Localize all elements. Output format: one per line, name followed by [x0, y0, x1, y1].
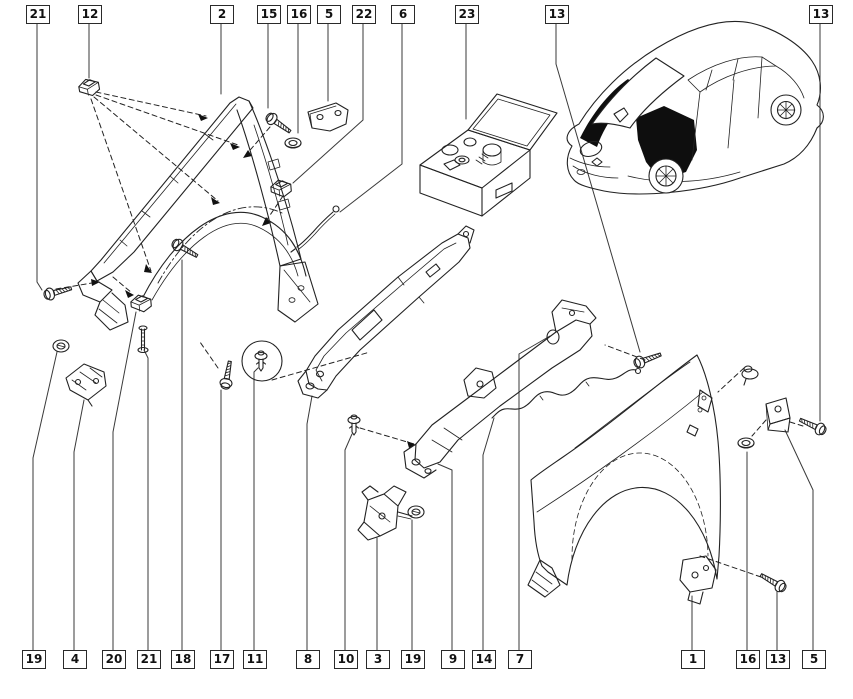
- highlight-circle-part-11: [241, 340, 283, 382]
- callout-bottom-21[interactable]: 21: [137, 650, 161, 669]
- screw-18-drawing: [169, 236, 201, 262]
- callout-bottom-20[interactable]: 20: [102, 650, 126, 669]
- callout-bottom-18[interactable]: 18: [171, 650, 195, 669]
- bracket-4-drawing: [65, 363, 107, 407]
- grommet-19-left-drawing: [52, 339, 70, 353]
- callout-top-13b[interactable]: 13: [809, 5, 833, 24]
- clip-12-drawing: [77, 76, 101, 99]
- callout-bottom-13[interactable]: 13: [766, 650, 790, 669]
- callout-bottom-1[interactable]: 1: [681, 650, 705, 669]
- callout-bottom-16[interactable]: 16: [736, 650, 760, 669]
- callout-bottom-5[interactable]: 5: [802, 650, 826, 669]
- rod-6-drawing: [290, 205, 340, 253]
- screw-15-drawing: [263, 110, 295, 138]
- rivet-11-drawing: [254, 350, 268, 372]
- fender-inner-panel-drawing: [77, 96, 319, 331]
- assembly-dashed-lines: [55, 91, 807, 579]
- fender-outer-panel-drawing: [527, 354, 721, 605]
- lower-support-rail-drawing: [403, 299, 597, 479]
- callout-bottom-19[interactable]: 19: [22, 650, 46, 669]
- nut-16-right-drawing: [737, 437, 755, 449]
- callout-bottom-7[interactable]: 7: [508, 650, 532, 669]
- bracket-3-drawing: [357, 485, 413, 541]
- screw-13-bottom-drawing: [757, 569, 789, 595]
- callout-top-2[interactable]: 2: [210, 5, 234, 24]
- rivet-right-drawing: [741, 365, 759, 386]
- nut-16-drawing: [284, 137, 302, 149]
- callout-top-21[interactable]: 21: [26, 5, 50, 24]
- callout-top-16[interactable]: 16: [287, 5, 311, 24]
- screw-21-drawing: [42, 281, 74, 302]
- callout-top-5[interactable]: 5: [317, 5, 341, 24]
- screw-17-drawing: [218, 359, 237, 391]
- upper-support-rail-drawing: [297, 225, 475, 399]
- grommet-19-right-drawing: [407, 505, 425, 519]
- pin-18-drawing: [137, 325, 149, 354]
- callout-bottom-3[interactable]: 3: [366, 650, 390, 669]
- callout-bottom-19b[interactable]: 19: [401, 650, 425, 669]
- callout-top-22[interactable]: 22: [352, 5, 376, 24]
- hardware-kit-box-drawing: [419, 93, 558, 217]
- callout-top-6[interactable]: 6: [391, 5, 415, 24]
- callout-top-23[interactable]: 23: [455, 5, 479, 24]
- callout-bottom-9[interactable]: 9: [441, 650, 465, 669]
- callout-top-15[interactable]: 15: [257, 5, 281, 24]
- screw-13-mid-drawing: [631, 348, 664, 371]
- clip-20-drawing: [129, 293, 153, 314]
- callout-bottom-14[interactable]: 14: [472, 650, 496, 669]
- callout-bottom-8[interactable]: 8: [296, 650, 320, 669]
- callout-bottom-10[interactable]: 10: [334, 650, 358, 669]
- cable-14-drawing: [491, 367, 642, 419]
- bracket-5-drawing: [307, 102, 349, 132]
- callout-top-13[interactable]: 13: [545, 5, 569, 24]
- car-location-thumbnail: [566, 20, 824, 195]
- bracket-5-right-drawing: [765, 397, 791, 433]
- rivet-10-drawing: [347, 414, 361, 436]
- callout-bottom-11[interactable]: 11: [243, 650, 267, 669]
- callout-bottom-4[interactable]: 4: [63, 650, 87, 669]
- callout-top-12[interactable]: 12: [78, 5, 102, 24]
- callout-bottom-17[interactable]: 17: [210, 650, 234, 669]
- leader-lines: [32, 23, 821, 651]
